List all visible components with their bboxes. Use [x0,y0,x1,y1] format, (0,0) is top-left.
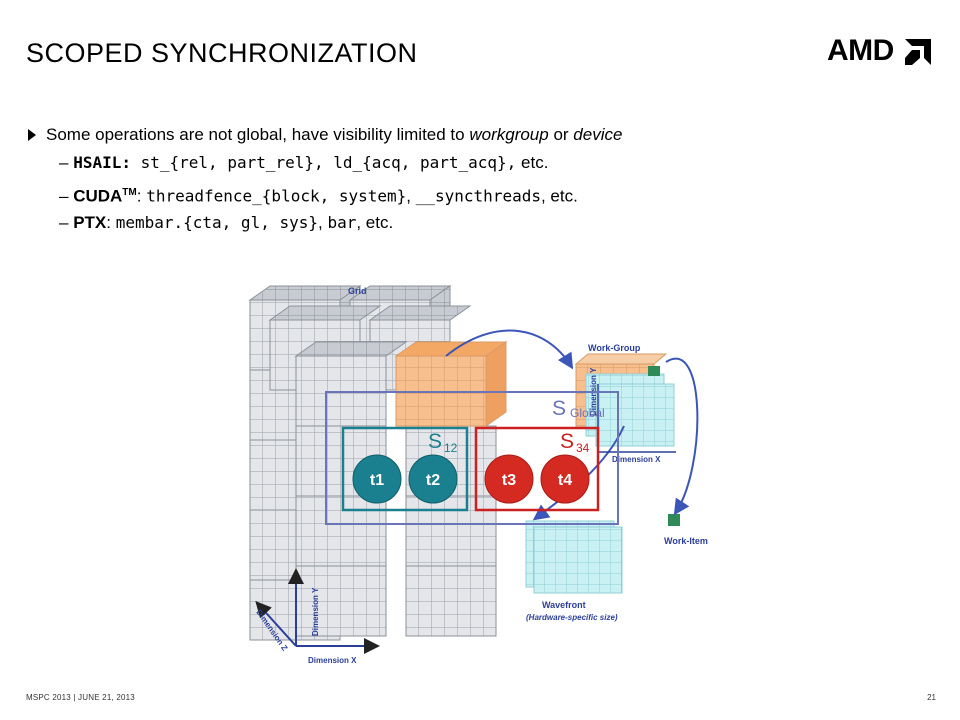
bullet-main-em2: device [573,125,623,144]
thread-t1 [352,454,402,504]
bullet-cuda-tail: , etc. [540,186,578,206]
scope-diagram-svg: Grid Work-Group Dimension X Dimension Y … [248,285,708,665]
thread-t2-label: t2 [426,472,440,489]
workgroup-grid [574,353,675,447]
workitem-cube [668,514,680,526]
bullet-ptx-code1: membar.{cta, gl, sys} [115,213,318,232]
amd-arrow-icon [905,39,931,65]
bullet-ptx: – PTX: membar.{cta, gl, sys}, bar, etc. [28,208,928,238]
thread-t3 [484,454,534,504]
bullet-cuda-code2: __syncthreads [415,186,541,206]
bullet-main-em1: workgroup [469,125,549,144]
bullet-ptx-tail: , etc. [356,213,394,232]
scope-s12-box [341,426,469,512]
scope-diagram: Grid Work-Group Dimension X Dimension Y … [236,276,720,676]
s-global-label: S [552,397,566,420]
scope-global-box [325,391,619,525]
amd-logo: AMD [827,34,935,70]
thread-t2 [408,454,458,504]
bullet-list: Some operations are not global, have vis… [28,122,928,238]
s-global-subscript: Global [570,406,605,420]
bullet-main-pre: Some operations are not global, have vis… [46,125,470,144]
thread-t3-label: t3 [502,472,516,489]
thread-t4-label: t4 [558,472,572,489]
arrow-workgroup-to-workitem [665,357,699,516]
bullet-cuda: – CUDATM: threadfence_{block, system}, _… [28,178,928,208]
bullet-cuda-sup: TM [122,187,137,198]
bullet-dash: – [59,153,74,172]
amd-logo-text: AMD [827,34,894,67]
s34-subscript: 34 [576,441,590,455]
s12-label: S [428,430,442,453]
thread-t4 [540,454,590,504]
bullet-hsail-code: st_{rel, part_rel}, ld_{acq, part_acq}, [130,153,517,172]
bullet-dash: – [59,213,74,232]
bullet-hsail-tail: etc. [516,153,549,172]
bullet-ptx-code2: bar [327,213,357,232]
s12-subscript: 12 [444,441,458,455]
scope-s34-box [474,426,600,512]
bullet-main-mid: or [548,125,574,144]
orange-workgroup-cube [394,341,508,427]
dimension-y-label: Dimension Y [311,587,320,636]
wavefront-sub-label: (Hardware-specific size) [526,613,618,622]
bullet-main: Some operations are not global, have vis… [28,122,928,148]
grid-label: Grid [348,286,367,296]
page-number: 21 [927,693,936,702]
bullet-cuda-code1: threadfence_{block, system} [146,186,407,206]
bullet-hsail-label: HSAIL: [73,153,131,172]
page-title: SCOPED SYNCHRONIZATION [26,38,418,68]
bullet-cuda-colon: : [136,186,147,206]
bullet-ptx-colon: : [106,213,116,232]
workgroup-label: Work-Group [588,343,641,353]
bullet-hsail: – HSAIL: st_{rel, part_rel}, ld_{acq, pa… [28,148,928,178]
arrow-grid-to-workgroup [445,329,574,370]
wavefront-label: Wavefront [542,600,586,610]
bullet-triangle-icon [28,129,36,141]
s34-label: S [560,430,574,453]
axis-z-arrow [255,601,297,647]
thread-t1-label: t1 [370,472,384,489]
wavefront-grid [525,520,623,594]
bullet-ptx-sep: , [318,213,328,232]
footer-text: MSPC 2013 | JUNE 21, 2013 [26,693,135,702]
bullet-dash: – [59,186,74,206]
bullet-cuda-label: CUDA [73,186,123,206]
bullet-cuda-sep: , [406,186,416,206]
bullet-ptx-label: PTX [73,213,107,232]
workitem-label: Work-Item [664,536,708,546]
dimension-x-label: Dimension X [308,656,357,665]
wg-dimension-x-label: Dimension X [612,455,661,464]
